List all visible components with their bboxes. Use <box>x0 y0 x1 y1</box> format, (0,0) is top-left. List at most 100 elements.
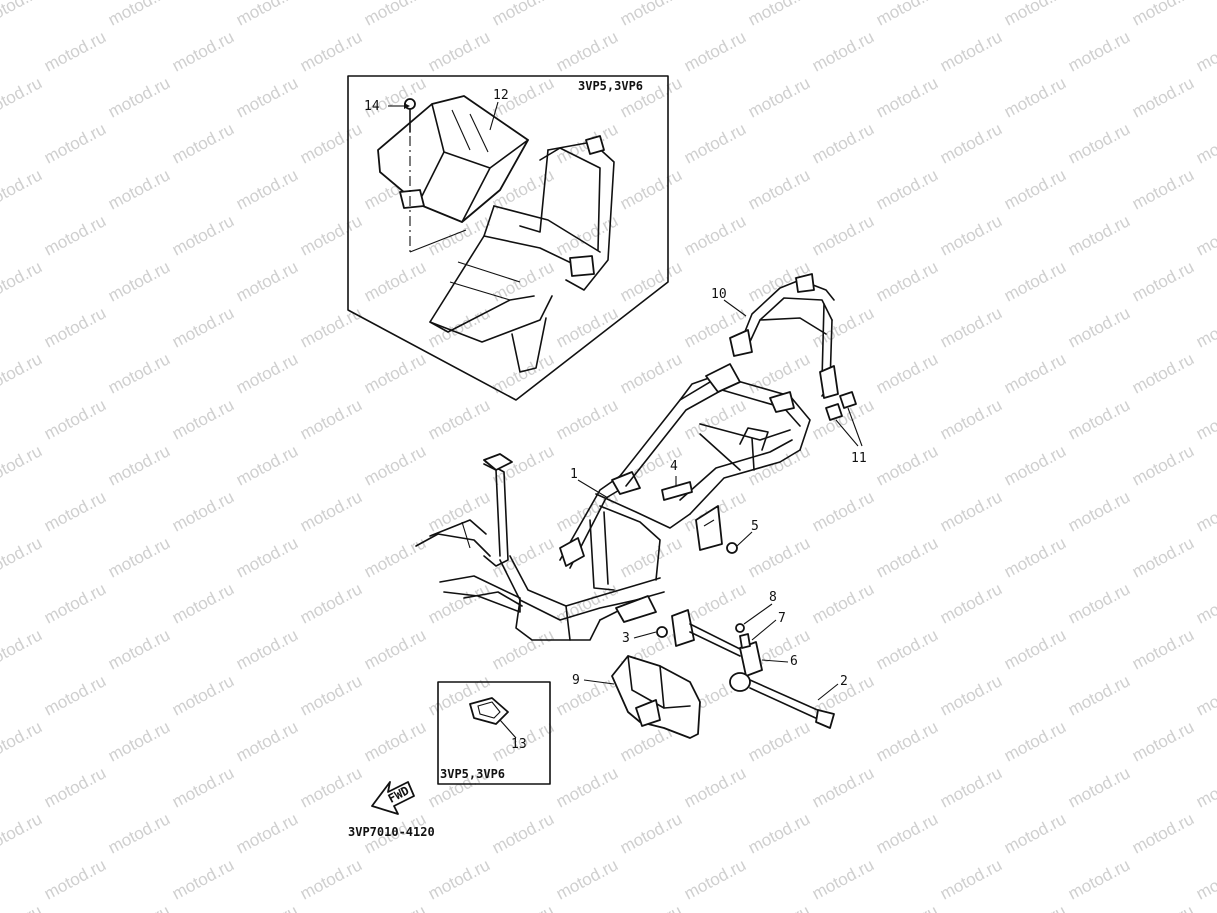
watermark-text: motod.ru <box>1129 441 1197 489</box>
watermark-text: motod.ru <box>0 441 45 489</box>
watermark-text: motod.ru <box>1193 303 1217 351</box>
watermark-text: motod.ru <box>169 211 237 259</box>
watermark-text: motod.ru <box>937 27 1005 75</box>
watermark-text: motod.ru <box>1065 579 1133 627</box>
watermark-text: motod.ru <box>425 487 493 535</box>
callout-12: 12 <box>493 88 509 103</box>
watermark-text: motod.ru <box>617 165 685 213</box>
watermark-text: motod.ru <box>553 763 621 811</box>
callout-6: 6 <box>790 654 798 669</box>
watermark-text: motod.ru <box>297 855 365 903</box>
watermark-text: motod.ru <box>617 809 685 857</box>
watermark-text: motod.ru <box>1193 671 1217 719</box>
watermark-text: motod.ru <box>1129 717 1197 765</box>
watermark-text: motod.ru <box>105 625 173 673</box>
watermark-text: motod.ru <box>169 487 237 535</box>
watermark-text: motod.ru <box>361 349 429 397</box>
watermark-text: motod.ru <box>169 303 237 351</box>
watermark-text: motod.ru <box>233 257 301 305</box>
watermark-text: motod.ru <box>937 395 1005 443</box>
watermark-text: motod.ru <box>617 349 685 397</box>
watermark-text: motod.ru <box>681 579 749 627</box>
callout-4: 4 <box>670 459 678 474</box>
watermark-text: motod.ru <box>1129 533 1197 581</box>
watermark-text: motod.ru <box>297 579 365 627</box>
watermark-text: motod.ru <box>681 211 749 259</box>
watermark-text: motod.ru <box>361 625 429 673</box>
watermark-text: motod.ru <box>297 763 365 811</box>
watermark-text: motod.ru <box>1001 533 1069 581</box>
watermark-text: motod.ru <box>489 809 557 857</box>
watermark-text: motod.ru <box>809 763 877 811</box>
watermark-text: motod.ru <box>169 671 237 719</box>
watermark-text: motod.ru <box>681 119 749 167</box>
watermark-text: motod.ru <box>425 303 493 351</box>
watermark-text: motod.ru <box>41 579 109 627</box>
watermark-text: motod.ru <box>937 487 1005 535</box>
watermark-text: motod.ru <box>105 257 173 305</box>
watermark-text: motod.ru <box>41 211 109 259</box>
bolt-14 <box>388 98 467 253</box>
inset-top-border <box>347 75 669 401</box>
callouts: 1 2 3 4 5 6 7 8 9 10 11 13 <box>511 287 867 752</box>
bolts-11 <box>825 391 863 447</box>
watermark-text: motod.ru <box>681 763 749 811</box>
watermark-text: motod.ru <box>41 303 109 351</box>
watermark-text: motod.ru <box>873 441 941 489</box>
watermark-text: motod.ru <box>745 349 813 397</box>
callout-1: 1 <box>570 467 578 482</box>
watermark-text: motod.ru <box>1193 119 1217 167</box>
watermark-text: motod.ru <box>1193 763 1217 811</box>
watermark-text: motod.ru <box>873 257 941 305</box>
watermark-text: motod.ru <box>937 211 1005 259</box>
watermark-text: motod.ru <box>809 487 877 535</box>
callout-9: 9 <box>572 673 580 688</box>
watermark-text: motod.ru <box>169 119 237 167</box>
watermark-text: motod.ru <box>1065 303 1133 351</box>
watermark-text: motod.ru <box>105 441 173 489</box>
watermark-text: motod.ru <box>1129 901 1197 913</box>
fwd-arrow-icon: FWD <box>371 781 415 815</box>
inset-bottom-border <box>437 681 551 785</box>
watermark-text: motod.ru <box>1065 395 1133 443</box>
watermark-text: motod.ru <box>41 855 109 903</box>
watermark-text: motod.ru <box>617 533 685 581</box>
watermark-text: motod.ru <box>169 763 237 811</box>
watermark-text: motod.ru <box>233 901 301 913</box>
inset-top: 3VP5,3VP6 <box>347 75 669 401</box>
callout-10: 10 <box>711 287 727 302</box>
watermark-text: motod.ru <box>0 257 45 305</box>
watermark-text: motod.ru <box>0 717 45 765</box>
inset-bottom-label: 3VP5,3VP6 <box>440 767 505 781</box>
watermark-text: motod.ru <box>745 441 813 489</box>
watermark-text: motod.ru <box>489 0 557 30</box>
watermark-text: motod.ru <box>233 717 301 765</box>
callout-7: 7 <box>778 611 786 626</box>
watermark-text: motod.ru <box>105 533 173 581</box>
watermark-text: motod.ru <box>873 349 941 397</box>
watermark-text: motod.ru <box>873 809 941 857</box>
watermark-text: motod.ru <box>1065 763 1133 811</box>
watermark-text: motod.ru <box>553 27 621 75</box>
watermark-text: motod.ru <box>1065 671 1133 719</box>
watermark-text: motod.ru <box>681 395 749 443</box>
watermark-text: motod.ru <box>681 27 749 75</box>
watermark-text: motod.ru <box>1001 809 1069 857</box>
watermark-text: motod.ru <box>233 73 301 121</box>
watermark-text: motod.ru <box>873 533 941 581</box>
watermark-text: motod.ru <box>361 533 429 581</box>
watermark-text: motod.ru <box>1065 27 1133 75</box>
watermark-text: motod.ru <box>1065 855 1133 903</box>
watermark-text: motod.ru <box>425 579 493 627</box>
watermark-text: motod.ru <box>1129 0 1197 30</box>
watermark-text: motod.ru <box>41 671 109 719</box>
watermark-text: motod.ru <box>105 165 173 213</box>
watermark-text: motod.ru <box>41 119 109 167</box>
watermark-text: motod.ru <box>1001 165 1069 213</box>
callout-5: 5 <box>751 519 759 534</box>
watermark-text: motod.ru <box>937 763 1005 811</box>
watermark-text: motod.ru <box>489 901 557 913</box>
watermark-text: motod.ru <box>1129 625 1197 673</box>
